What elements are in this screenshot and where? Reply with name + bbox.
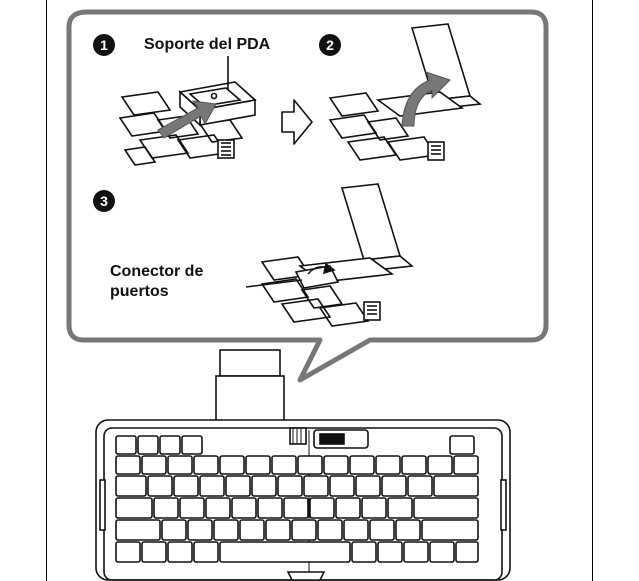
step3-illustration [245,183,414,327]
step1-push-arrow [157,100,217,139]
step1-badge: 1 [93,34,115,56]
page-edge-right [592,0,593,581]
pda-support-label: Soporte del PDA [144,36,271,53]
step3-connector [363,301,381,321]
step2-pda-holder [375,23,483,117]
step2-lift-arrow [401,71,451,127]
step3-port-connector [294,262,340,289]
step2-badge: 2 [319,34,341,56]
port-connector-leader-line [245,279,303,288]
step1-connector [217,139,235,159]
page-edge-left [46,0,47,581]
callout-bubble [66,9,549,383]
step2-illustration [328,23,483,161]
step1-illustration [118,56,257,166]
transition-arrow-icon [281,99,313,145]
port-connector-label-line2: puertos [110,283,169,300]
step2-connector [427,141,445,161]
port-connector-label-line1: Conector de [110,263,204,280]
keyboard-keys [115,435,479,563]
step3-keys [260,256,370,327]
keyboard [95,349,511,581]
keyboard-switch [289,427,307,445]
step3-badge: 3 [93,190,115,212]
